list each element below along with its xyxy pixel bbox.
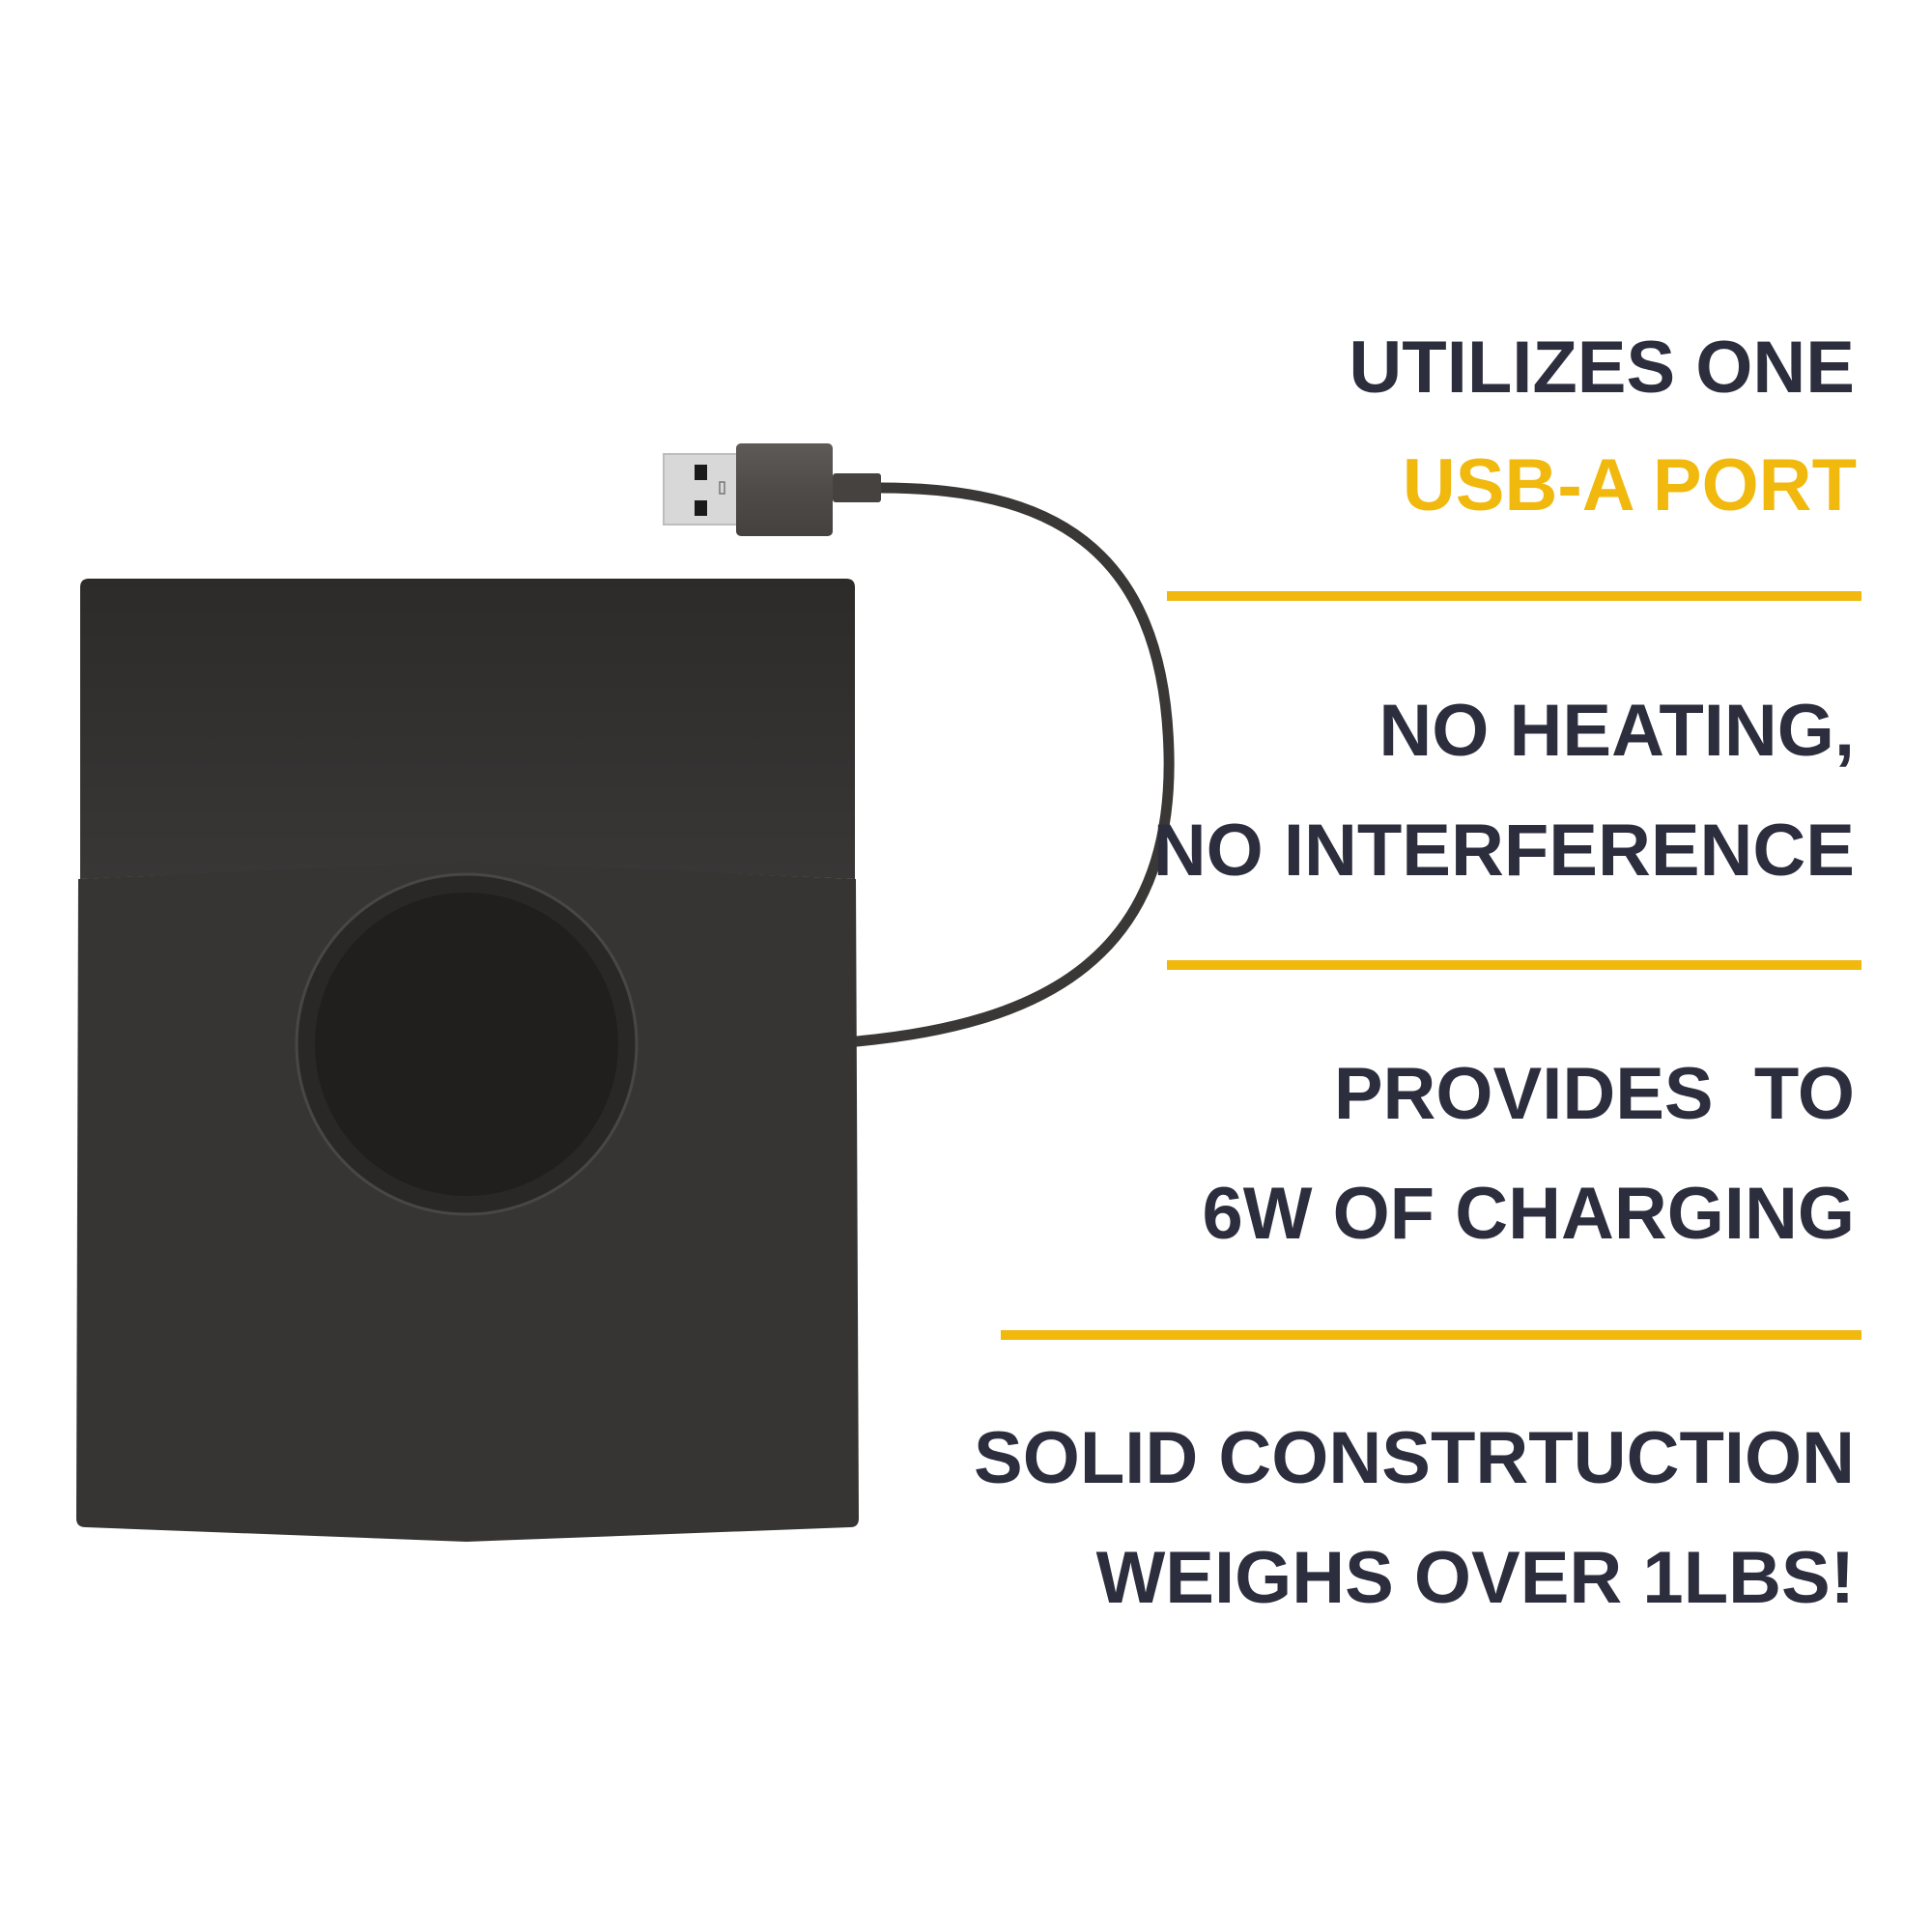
feature-4-line-2: WEIGHS OVER 1LBS! [1096, 1537, 1855, 1619]
feature-2-line-2: NO INTERFERENCE [1153, 810, 1855, 892]
divider-3 [1001, 1330, 1861, 1340]
divider-2 [1167, 960, 1861, 970]
feature-3-line-2: 6W OF CHARGING [1202, 1173, 1855, 1255]
feature-1-line-1: UTILIZES ONE [1349, 327, 1855, 409]
divider-1 [1167, 591, 1861, 601]
wireless-charging-pad [76, 579, 859, 1542]
feature-1-line-2: USB-A PORT [1403, 444, 1857, 526]
feature-2-line-1: NO HEATING, [1378, 690, 1855, 772]
usb-a-plug [663, 443, 881, 536]
usb-cable [851, 482, 1175, 1047]
feature-4-line-1: SOLID CONSTRTUCTION [974, 1417, 1855, 1499]
feature-3-line-1: PROVIDES TO [1334, 1053, 1855, 1135]
charging-coil-surface [315, 893, 618, 1196]
